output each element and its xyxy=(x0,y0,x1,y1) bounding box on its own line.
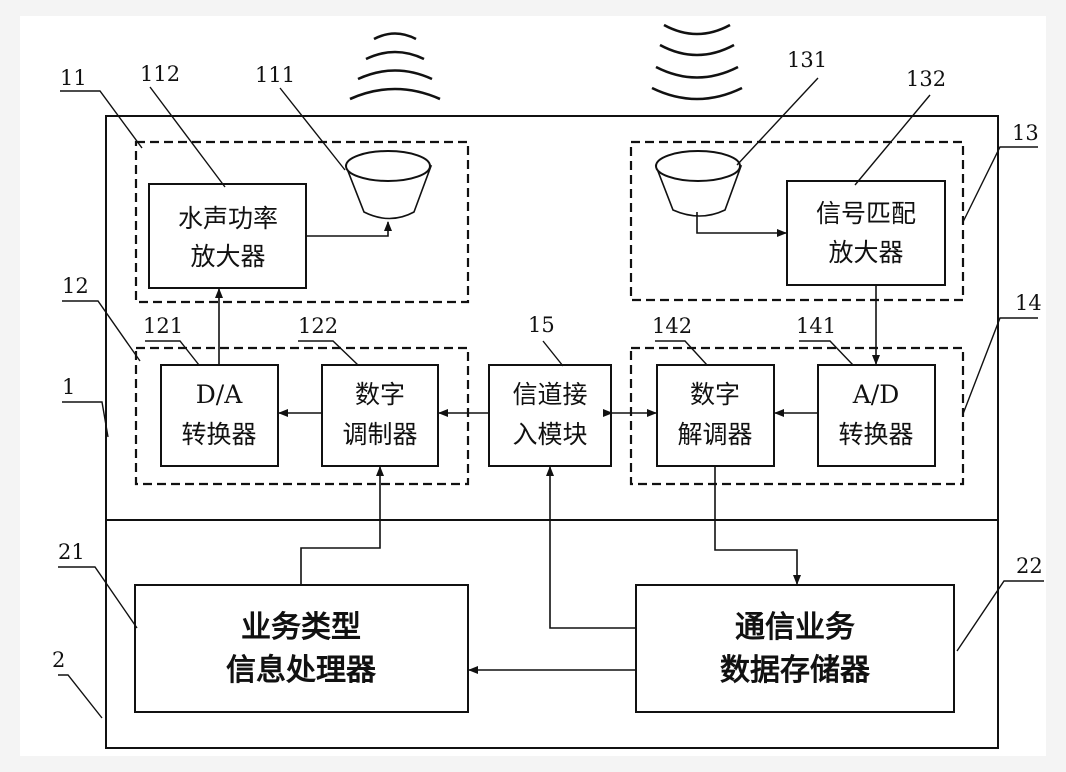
transmit-wave-icon xyxy=(349,32,441,101)
ref-11: 11 xyxy=(60,66,87,90)
receive-transducer-icon xyxy=(654,150,743,217)
digital-modulator-block: 数字 调制器 xyxy=(321,364,439,467)
ref-22: 22 xyxy=(1016,554,1043,578)
power-amplifier-block: 水声功率 放大器 xyxy=(148,183,307,289)
modulator-label-2: 调制器 xyxy=(342,420,417,449)
ref-142: 142 xyxy=(652,314,692,338)
ref-111: 111 xyxy=(255,63,295,87)
group-11-transmit-transducer xyxy=(134,140,470,304)
reference-leader-lines xyxy=(58,77,1044,719)
ref-121: 121 xyxy=(143,314,183,338)
ref-15: 15 xyxy=(528,313,555,337)
signal-amplifier-label-1: 信号匹配 xyxy=(816,199,916,228)
ref-2: 2 xyxy=(52,648,65,672)
power-amplifier-label-2: 放大器 xyxy=(190,242,265,271)
ad-converter-label-2: 转换器 xyxy=(838,420,913,449)
power-amplifier-label-1: 水声功率 xyxy=(178,204,278,233)
ref-13: 13 xyxy=(1012,121,1039,145)
channel-access-module-block: 信道接 入模块 xyxy=(488,364,612,467)
demodulator-label-2: 解调器 xyxy=(677,420,752,449)
communication-data-storage-block: 通信业务 数据存储器 xyxy=(635,584,955,713)
ref-141: 141 xyxy=(796,314,836,338)
data-storage-label-1: 通信业务 xyxy=(735,610,855,645)
device-2-frame xyxy=(105,519,999,749)
ref-1: 1 xyxy=(62,375,75,399)
da-converter-label-1: D/A xyxy=(196,380,243,409)
ref-131: 131 xyxy=(787,48,827,72)
channel-access-label-1: 信道接 xyxy=(512,380,587,409)
service-processor-label-2: 信息处理器 xyxy=(226,653,377,688)
ref-132: 132 xyxy=(906,67,946,91)
receive-wave-icon xyxy=(651,23,743,101)
reference-numerals: 11 112 111 131 132 13 12 121 122 15 142 … xyxy=(52,48,1043,672)
da-converter-label-2: 转换器 xyxy=(181,420,256,449)
signal-flow-arrows xyxy=(215,212,880,674)
ad-converter-block: A/D 转换器 xyxy=(817,364,936,467)
ad-converter-label-1: A/D xyxy=(852,380,900,409)
service-processor-label-1: 业务类型 xyxy=(241,610,361,645)
signal-matching-amplifier-block: 信号匹配 放大器 xyxy=(786,180,946,286)
ref-122: 122 xyxy=(298,314,338,338)
modulator-label-1: 数字 xyxy=(355,380,405,409)
data-storage-label-2: 数据存储器 xyxy=(720,653,871,688)
digital-demodulator-block: 数字 解调器 xyxy=(656,364,775,467)
ref-12: 12 xyxy=(62,274,89,298)
service-type-processor-block: 业务类型 信息处理器 xyxy=(134,584,469,713)
da-converter-block: D/A 转换器 xyxy=(160,364,279,467)
ref-14: 14 xyxy=(1015,291,1042,315)
signal-amplifier-label-2: 放大器 xyxy=(828,238,903,267)
ref-21: 21 xyxy=(58,540,85,564)
demodulator-label-1: 数字 xyxy=(690,380,740,409)
transmit-transducer-icon xyxy=(344,150,433,220)
channel-access-label-2: 入模块 xyxy=(512,420,587,449)
group-12-modulation xyxy=(134,346,470,486)
ref-112: 112 xyxy=(140,62,180,86)
